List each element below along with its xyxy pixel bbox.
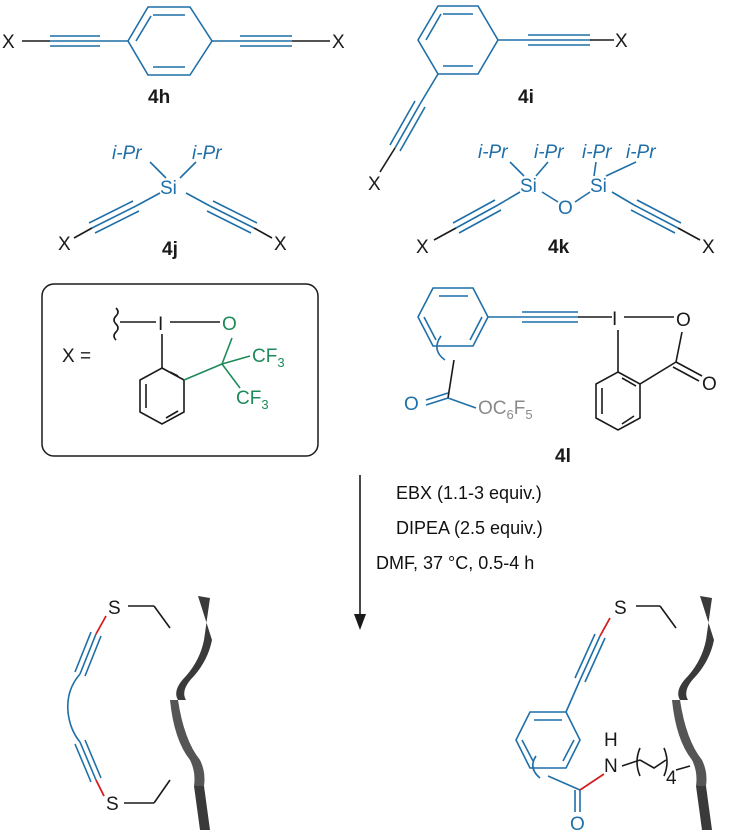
atom-x: X bbox=[615, 31, 628, 52]
isopropyl-label: i-Pr bbox=[192, 143, 222, 164]
label-4h: 4h bbox=[148, 87, 170, 108]
bracket-close bbox=[663, 747, 668, 777]
atom-o: O bbox=[570, 814, 585, 834]
product-bis-alkyne-staple: S S bbox=[66, 596, 212, 830]
reaction-arrow bbox=[354, 475, 366, 630]
atom-o: O bbox=[222, 314, 237, 335]
atom-h: H bbox=[604, 730, 618, 751]
isopropyl-label: i-Pr bbox=[478, 142, 508, 163]
arc-bond bbox=[436, 335, 446, 361]
compound-4h: X X 4h bbox=[2, 6, 345, 108]
atom-x: X bbox=[332, 32, 345, 53]
atom-x: X bbox=[368, 174, 381, 195]
compound-4j: i-Pr i-Pr Si X X 4j bbox=[58, 143, 287, 260]
label-4i: 4i bbox=[518, 87, 534, 108]
x-equals-label: X = bbox=[62, 346, 91, 367]
atom-o: O bbox=[404, 394, 419, 415]
atom-i: I bbox=[158, 314, 163, 335]
atom-n: N bbox=[604, 756, 618, 777]
atom-s: S bbox=[108, 598, 121, 619]
linker-bond bbox=[66, 673, 81, 743]
atom-o: O bbox=[558, 198, 573, 219]
wavy-bond bbox=[113, 307, 119, 341]
cf3-group: CF3 bbox=[252, 346, 285, 370]
atom-o: O bbox=[676, 310, 691, 331]
atom-o: O bbox=[702, 374, 717, 395]
atom-si: Si bbox=[520, 176, 537, 197]
compound-4k: i-Pr i-Pr i-Pr i-Pr Si Si O X X 4k bbox=[416, 142, 715, 258]
condition-base: DIPEA (2.5 equiv.) bbox=[396, 518, 543, 538]
atom-i: I bbox=[612, 309, 617, 330]
label-4l: 4l bbox=[555, 446, 571, 467]
atom-x: X bbox=[274, 234, 287, 255]
atom-x: X bbox=[58, 234, 71, 255]
atom-s: S bbox=[614, 598, 627, 619]
isopropyl-label: i-Pr bbox=[112, 143, 142, 164]
isopropyl-label: i-Pr bbox=[534, 142, 564, 163]
compound-4i: X X 4i bbox=[368, 5, 628, 195]
bracket-open bbox=[636, 747, 641, 777]
isopropyl-label: i-Pr bbox=[626, 142, 656, 163]
isopropyl-label: i-Pr bbox=[582, 142, 612, 163]
compound-4l: I O O OC6F5 O 4l bbox=[404, 287, 717, 467]
repeat-count: 4 bbox=[666, 768, 677, 789]
pentafluorophenyl-ester: OC6F5 bbox=[478, 398, 533, 422]
condition-solvent-temp-time: DMF, 37 °C, 0.5-4 h bbox=[376, 553, 534, 573]
cf3-group: CF3 bbox=[236, 388, 269, 412]
x-definition-box: X = I O CF3 CF3 bbox=[41, 283, 319, 457]
atom-si: Si bbox=[590, 176, 607, 197]
product-aryl-staple: S O H N 4 bbox=[515, 596, 714, 834]
arc-bond bbox=[532, 755, 541, 779]
atom-x: X bbox=[2, 32, 15, 53]
atom-x: X bbox=[416, 237, 429, 258]
label-4k: 4k bbox=[548, 237, 570, 258]
atom-si: Si bbox=[160, 178, 177, 199]
atom-x: X bbox=[702, 237, 715, 258]
condition-reagent: EBX (1.1-3 equiv.) bbox=[396, 483, 542, 503]
atom-s: S bbox=[106, 794, 119, 815]
label-4j: 4j bbox=[162, 239, 178, 260]
